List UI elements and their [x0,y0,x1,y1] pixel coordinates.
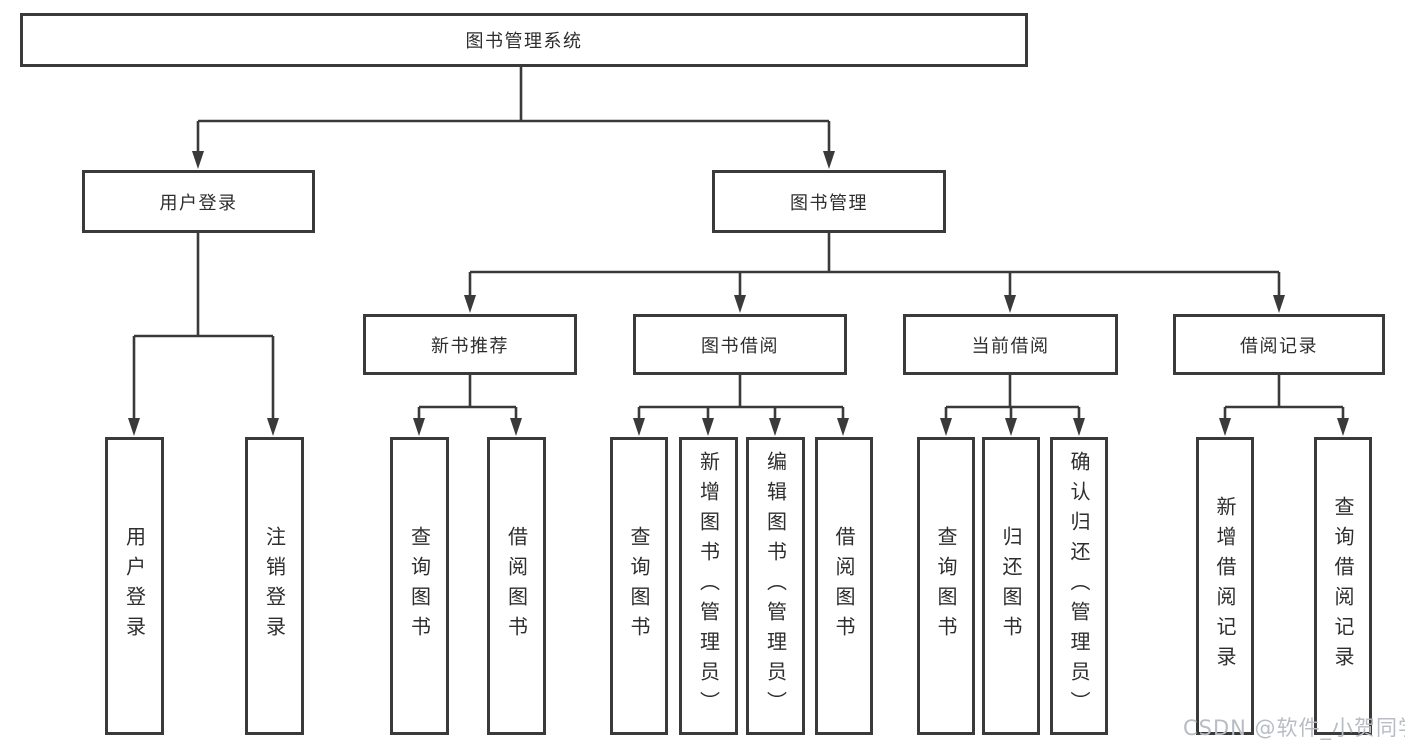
node-new-book-recommend-label: 新书推荐 [431,335,509,357]
node-book-borrow-label: 图书借阅 [701,335,779,357]
leaf-return-books-label: 归还图书 [999,526,1023,646]
leaf-confirm-return-admin-label: 确认归还（管理员） [1067,451,1091,721]
leaf-borrow-books-2-label: 借阅图书 [832,526,856,646]
leaf-borrow-books-1: 借阅图书 [487,437,546,735]
leaf-edit-books-admin: 编辑图书（管理员） [746,437,805,735]
leaf-query-books-1: 查询图书 [390,437,449,735]
leaf-add-books-admin-label: 新增图书（管理员） [696,451,721,721]
leaf-borrow-books-2: 借阅图书 [815,437,873,735]
leaf-query-books-3: 查询图书 [917,437,975,735]
node-book-management: 图书管理 [712,170,946,233]
leaf-query-books-2: 查询图书 [610,437,668,735]
leaf-user-login: 用户登录 [105,437,164,735]
leaf-query-books-1-label: 查询图书 [407,526,432,646]
leaf-add-books-admin: 新增图书（管理员） [679,437,738,735]
leaf-add-borrow-record-label: 新增借阅记录 [1213,496,1237,676]
leaf-query-borrow-record: 查询借阅记录 [1314,437,1372,735]
node-root: 图书管理系统 [20,13,1028,67]
leaf-edit-books-admin-label: 编辑图书（管理员） [763,451,788,721]
node-root-label: 图书管理系统 [465,31,583,52]
leaf-confirm-return-admin: 确认归还（管理员） [1050,437,1108,735]
csdn-watermark: CSDN @软件_小贺同学 [1183,716,1405,740]
node-borrow-records: 借阅记录 [1173,314,1385,375]
node-current-borrow: 当前借阅 [903,314,1118,375]
node-borrow-records-label: 借阅记录 [1240,335,1318,357]
arrowheads [128,151,1349,436]
node-book-management-label: 图书管理 [790,192,868,214]
node-new-book-recommend: 新书推荐 [363,314,577,375]
leaf-query-books-2-label: 查询图书 [627,526,651,646]
leaf-logout: 注销登录 [245,437,304,735]
node-user-login-label: 用户登录 [159,192,238,214]
leaf-query-borrow-record-label: 查询借阅记录 [1331,496,1355,676]
leaf-logout-label: 注销登录 [262,526,287,646]
leaf-borrow-books-1-label: 借阅图书 [504,526,529,646]
leaf-add-borrow-record: 新增借阅记录 [1196,437,1254,735]
leaf-user-login-label: 用户登录 [122,526,147,646]
node-book-borrow: 图书借阅 [633,314,847,375]
leaf-return-books: 归还图书 [982,437,1040,735]
leaf-query-books-3-label: 查询图书 [934,526,958,646]
node-user-login: 用户登录 [82,170,315,233]
node-current-borrow-label: 当前借阅 [971,335,1050,357]
